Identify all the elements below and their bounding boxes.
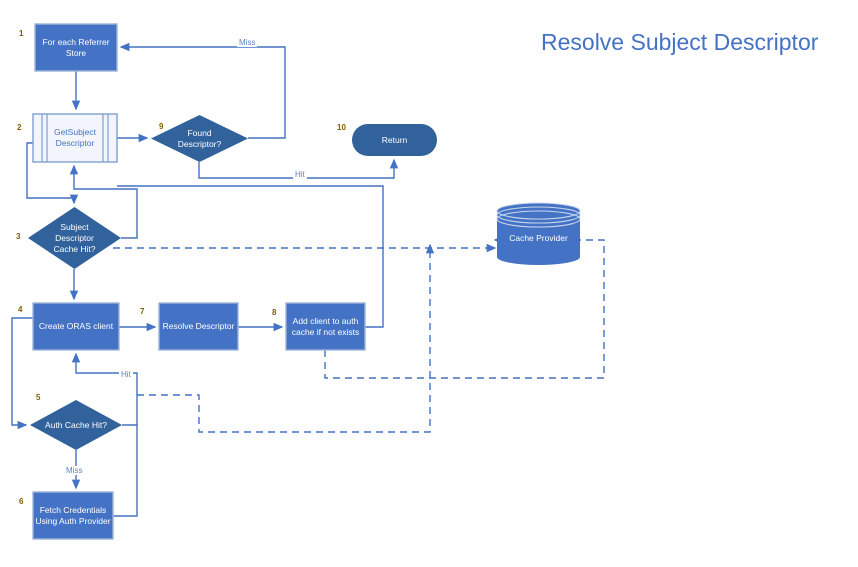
edge-label-miss-3: Miss [64,466,85,475]
step-number-9: 9 [159,122,164,131]
connector-n4-left-to-n5 [11,317,33,430]
step-number-10: 10 [337,123,346,132]
node-n1[interactable] [34,23,118,72]
node-n6[interactable] [32,491,114,540]
edge-label-miss-0: Miss [237,38,258,47]
step-number-1: 1 [19,29,24,38]
nodes-layer [28,23,581,540]
connector-n5-hit-to-n4 [71,352,138,426]
connector-n2-left-to-n3 [26,142,79,205]
edge-label-hit-1: Hit [293,170,307,179]
step-number-8: 8 [272,308,277,317]
edges-layer [11,42,605,517]
node-nc[interactable] [496,202,581,265]
connector-n3-hit-to-n2 [69,164,138,239]
connector-n6-right-up [113,425,138,517]
node-n8[interactable] [285,302,366,351]
page-title: Resolve Subject Descriptor [541,29,819,55]
step-number-4: 4 [18,305,23,314]
connector-n5-dashed-up-right [137,243,435,433]
connector-n8-right-up-to-n2 [117,185,384,328]
step-number-2: 2 [17,123,22,132]
node-n10[interactable] [352,124,437,156]
node-n9[interactable] [151,115,248,162]
node-n4[interactable] [32,302,120,351]
step-number-6: 6 [19,497,24,506]
node-n2[interactable] [32,113,118,163]
node-n5[interactable] [30,400,122,450]
step-number-3: 3 [16,232,21,241]
edge-label-hit-2: Hit [119,370,133,379]
node-n7[interactable] [158,302,239,351]
connector-n9-miss-to-n1 [119,42,286,139]
step-number-5: 5 [36,393,41,402]
step-number-7: 7 [140,307,145,316]
node-n3[interactable] [28,207,121,269]
